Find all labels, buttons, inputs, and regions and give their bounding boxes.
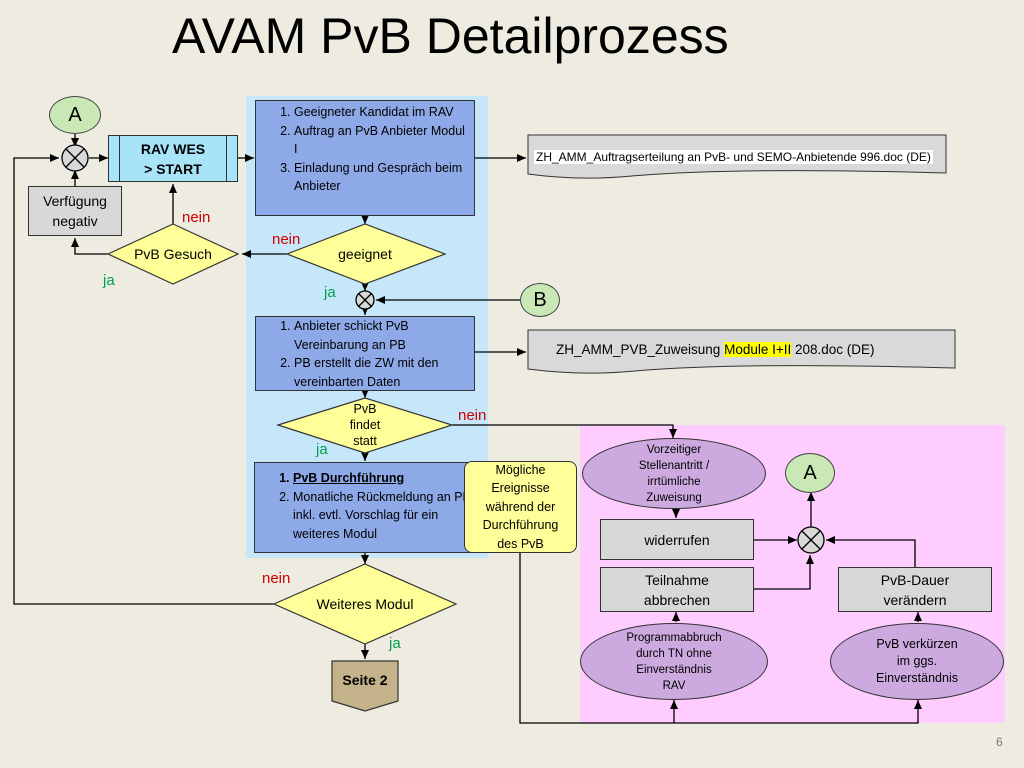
step-item: PvB Durchführung: [293, 469, 471, 488]
offpage-seite-2-label: Seite 2: [342, 672, 388, 688]
dauer-line: PvB-Dauer: [880, 571, 950, 588]
event-line: durch TN ohne: [636, 647, 712, 660]
label-ja-gesuch: ja: [103, 272, 115, 289]
step-item: Einladung und Gespräch beim Anbieter: [294, 159, 470, 196]
connector-a-return-label: A: [803, 461, 817, 484]
findet-statt-line: PvB: [353, 402, 377, 416]
event-line: PvB verkürzen: [876, 637, 958, 651]
findet-statt-line: statt: [353, 434, 377, 448]
note-line: Durchführung: [482, 518, 559, 533]
step-item: Anbieter schickt PvB Vereinbarung an PB: [294, 317, 470, 354]
event-line: Vorzeitiger: [646, 443, 702, 456]
teilnahme-line: Teilnahme: [645, 571, 709, 588]
teilnahme-line: abbrechen: [643, 591, 711, 608]
event-line: Zuweisung: [646, 491, 702, 504]
connector-b-label: B: [533, 288, 547, 311]
rav-start-line2: > START: [144, 160, 202, 177]
label-nein-findet: nein: [458, 407, 487, 424]
step-item: Monatliche Rückmeldung an PB inkl. evtl.…: [293, 488, 471, 544]
step-item: Geeigneter Kandidat im RAV: [294, 103, 470, 122]
note-line: des PvB: [497, 536, 544, 551]
note-moegliche-ereignisse: Mögliche Ereignisse während der Durchfüh…: [464, 461, 577, 553]
event-line: Stellenantritt /: [638, 459, 710, 472]
doc2-suffix: 208.doc (DE): [791, 342, 875, 357]
rav-start-box: RAV WES > START: [108, 135, 238, 182]
offpage-connector-seite-2: [331, 660, 399, 712]
connector-a: A: [49, 96, 101, 134]
event-line: im ggs.: [896, 654, 938, 668]
event-line: RAV: [662, 679, 686, 692]
page-number: 6: [996, 735, 1003, 749]
rav-start-line1: RAV WES: [140, 140, 206, 157]
verfuegung-negativ-box: Verfügung negativ: [28, 186, 122, 236]
merge-symbol-2: [355, 290, 375, 310]
decision-geeignet: [285, 223, 447, 285]
decision-pvb-gesuch-label: PvB Gesuch: [134, 246, 212, 262]
document-zuweisung[interactable]: ZH_AMM_PVB_Zuweisung Module I+II 208.doc…: [556, 342, 875, 357]
document-auftragserteilung[interactable]: ZH_AMM_Auftragserteilung an PvB- und SEM…: [534, 150, 933, 164]
label-nein-weiteres: nein: [262, 570, 291, 587]
decision-geeignet-label: geeignet: [338, 246, 392, 262]
label-ja-geeignet: ja: [324, 284, 336, 301]
decision-weiteres-modul-label: Weiteres Modul: [316, 596, 414, 612]
event-line: Einverständnis: [636, 663, 712, 676]
event-teilnahme-box: Teilnahme abbrechen: [600, 567, 754, 612]
note-line: Ereignisse: [491, 481, 550, 496]
label-nein-gesuch: nein: [182, 209, 211, 226]
dauer-line: verändern: [883, 591, 947, 608]
page-title: AVAM PvB Detailprozess: [172, 8, 729, 64]
merge-symbol-3: [797, 526, 825, 554]
label-ja-weiteres: ja: [389, 635, 401, 652]
label-nein-geeignet: nein: [272, 231, 301, 248]
findet-statt-line: findet: [349, 418, 381, 432]
label-ja-findet: ja: [316, 441, 328, 458]
process-box-kandidat: Geeigneter Kandidat im RAV Auftrag an Pv…: [255, 100, 475, 216]
decision-pvb-gesuch: [106, 223, 240, 285]
step-item: Auftrag an PvB Anbieter Modul I: [294, 122, 470, 159]
process-box-durchfuehrung: PvB Durchführung Monatliche Rückmeldung …: [254, 462, 476, 553]
event-programmabbruch: Programmabbruch durch TN ohne Einverstän…: [580, 623, 768, 700]
note-line: Mögliche: [495, 462, 546, 477]
connector-a-label: A: [68, 103, 82, 126]
event-dauer-box: PvB-Dauer verändern: [838, 567, 992, 612]
decision-findet-statt-label: PvB findet statt: [320, 400, 410, 450]
connector-a-return: A: [785, 453, 835, 493]
event-line: Programmabbruch: [626, 631, 722, 644]
event-vorzeitig: Vorzeitiger Stellenantritt / irrtümliche…: [582, 438, 766, 509]
verfuegung-line1: Verfügung: [43, 193, 107, 209]
merge-symbol-1: [61, 144, 89, 172]
doc2-highlight: Module I+II: [724, 342, 792, 357]
process-box-vereinbarung: Anbieter schickt PvB Vereinbarung an PB …: [255, 316, 475, 391]
doc2-prefix: ZH_AMM_PVB_Zuweisung: [556, 342, 725, 357]
event-line: Einverständnis: [876, 671, 958, 685]
connector-b: B: [520, 283, 560, 317]
note-line: während der: [485, 499, 556, 514]
event-widerrufen-box: widerrufen: [600, 519, 754, 560]
verfuegung-line2: negativ: [52, 213, 98, 229]
event-verkuerzen: PvB verkürzen im ggs. Einverständnis: [830, 623, 1004, 700]
decision-weiteres-modul: [272, 563, 458, 645]
decision-pvb-findet-statt: [276, 397, 454, 454]
event-line: irrtümliche: [647, 475, 701, 488]
step-item: PB erstellt die ZW mit den vereinbarten …: [294, 354, 470, 391]
